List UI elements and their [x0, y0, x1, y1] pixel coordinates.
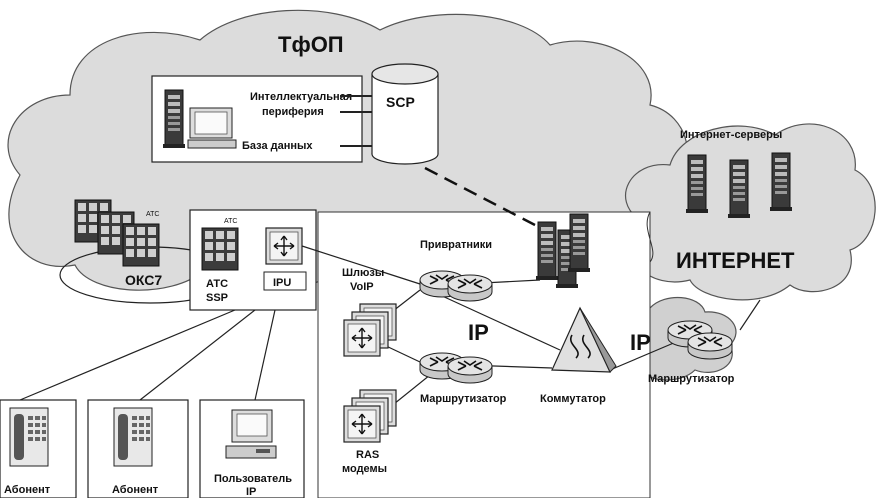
subscriber1-label: Абонент	[4, 484, 51, 496]
intel-label-2: периферия	[262, 106, 324, 118]
ip-main-label: IP	[468, 320, 489, 345]
atc-ssp-label-1: АТС	[206, 278, 228, 290]
gateways-label-1: Шлюзы	[342, 267, 384, 279]
okc7-label: ОКС7	[125, 272, 162, 288]
ip-small-label: IP	[630, 330, 651, 355]
internet-servers-label: Интернет-серверы	[680, 129, 782, 141]
atc-ssp-label-2: SSP	[206, 292, 228, 304]
atc-ssp-tag: АТС	[224, 218, 237, 225]
voip-gateways-icon	[343, 303, 397, 357]
atc-small-label: АТС	[146, 211, 159, 218]
ras-label-2: модемы	[342, 463, 387, 475]
database-label: База данных	[242, 140, 313, 152]
internet-title: ИНТЕРНЕТ	[676, 248, 795, 273]
ipu-box	[263, 271, 307, 291]
scp-database-icon	[371, 63, 439, 165]
ras-label-1: RAS	[356, 449, 379, 461]
ipu-label: IPU	[273, 277, 291, 289]
ip-user-label-1: Пользователь	[214, 473, 292, 485]
subscriber2-label: Абонент	[112, 484, 159, 496]
pstn-title: ТфОП	[278, 32, 344, 57]
gateways-label-2: VoIP	[350, 281, 374, 293]
intel-label-1: Интеллектуальная	[250, 91, 352, 103]
ip-user-label-2: IP	[246, 486, 256, 498]
scp-label: SCP	[386, 94, 415, 110]
right-router-label: Маршрутизатор	[648, 373, 735, 385]
switch-label: Коммутатор	[540, 393, 606, 405]
internet-servers-icon	[685, 152, 793, 219]
main-router-label: Маршрутизатор	[420, 393, 507, 405]
gatekeeper-label: Привратники	[420, 239, 492, 251]
ras-modems-icon	[343, 389, 397, 443]
ip-user-computer-icon	[225, 409, 277, 459]
intel-periphery-box	[151, 75, 363, 163]
switch-icon	[551, 306, 617, 373]
